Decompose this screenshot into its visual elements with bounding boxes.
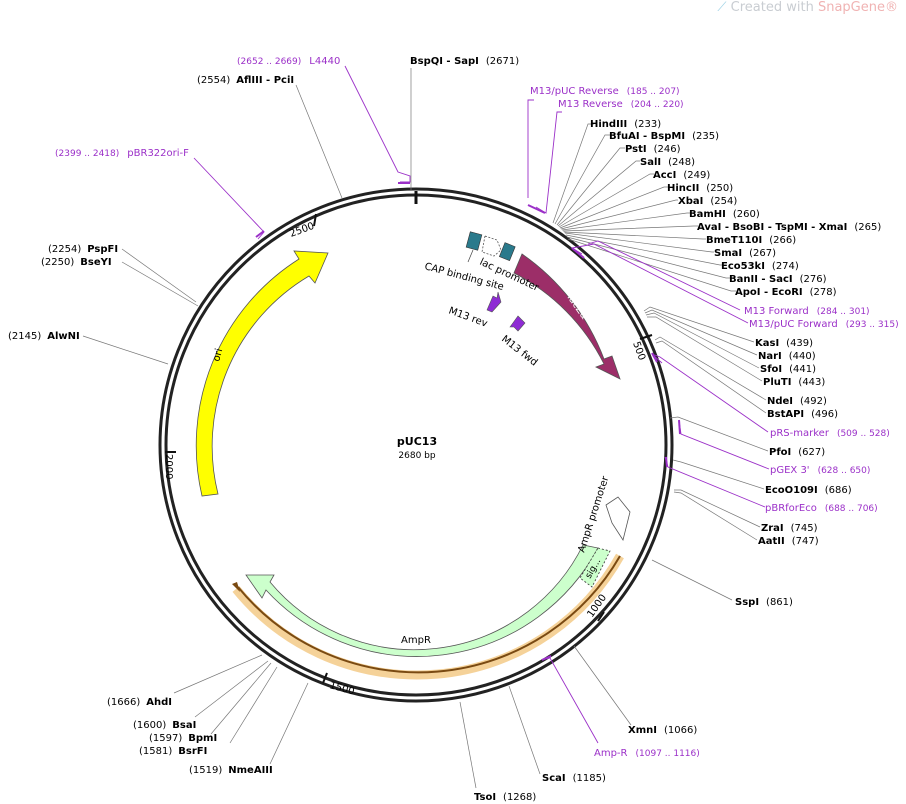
tick-label-2500: 2500	[288, 221, 316, 240]
primer-label[interactable]: (2399 .. 2418)pBR322ori-F	[55, 148, 189, 159]
site-label[interactable]: SalI(248)	[640, 157, 695, 168]
lac-promoter-arrow[interactable]	[481, 235, 502, 257]
site-label[interactable]: (1666)AhdI	[107, 697, 172, 708]
site-label[interactable]: PfoI(627)	[769, 447, 825, 458]
site-label[interactable]: EcoO109I(686)	[765, 485, 852, 496]
site-label[interactable]: Eco53kI(274)	[721, 261, 799, 272]
site-label[interactable]: BanII - SacI(276)	[729, 274, 827, 285]
watermark-mark: ®	[885, 0, 898, 15]
ampR-promoter-arrow[interactable]	[605, 496, 631, 541]
primer-marks	[255, 182, 681, 661]
site-label[interactable]: NdeI(492)	[767, 396, 827, 407]
primer-labels: (2652 .. 2669)L4440 (2399 .. 2418)pBR322…	[55, 56, 899, 759]
site-label[interactable]: (2554)AflIII - PciI	[197, 75, 294, 86]
enzyme-labels: BspQI - SapI(2671) (2554)AflIII - PciI (…	[8, 56, 881, 803]
ampR-promoter-label: AmpR promoter	[576, 474, 611, 554]
site-label[interactable]: ScaI(1185)	[542, 773, 606, 784]
primer-leaders	[193, 65, 770, 744]
backbone	[158, 187, 674, 703]
tick-mark	[313, 213, 317, 227]
site-label[interactable]: KasI(439)	[755, 338, 813, 349]
ori-label: ori	[211, 347, 225, 362]
site-label[interactable]: XbaI(254)	[678, 196, 737, 207]
m13-fwd-arrow[interactable]	[509, 315, 526, 332]
site-label[interactable]: TsoI(1268)	[474, 792, 536, 803]
lac-operator-box[interactable]	[498, 242, 516, 262]
site-label[interactable]: NarI(440)	[758, 351, 816, 362]
tick-mark	[597, 611, 605, 622]
tick-label-1500: 1500	[328, 680, 355, 697]
site-label[interactable]: (1519)NmeAIII	[189, 765, 273, 776]
plasmid-name: pUC13	[397, 435, 437, 448]
site-label[interactable]: (1600)BsaI	[133, 720, 196, 731]
m13-rev-label: M13 rev	[447, 305, 489, 329]
site-label[interactable]: PstI(246)	[625, 144, 681, 155]
site-label[interactable]: (2250)BseYI	[41, 257, 112, 268]
site-label[interactable]: ApoI - EcoRI(278)	[735, 287, 837, 298]
site-label[interactable]: AatII(747)	[758, 536, 819, 547]
m13-fwd-label: M13 fwd	[499, 334, 539, 369]
site-label[interactable]: AvaI - BsoBI - TspMI - XmaI(265)	[697, 222, 881, 233]
site-label[interactable]: XmnI(1066)	[628, 725, 697, 736]
lacZ-arrow[interactable]	[513, 253, 621, 380]
primer-label[interactable]: pGEX 3'(628 .. 650)	[770, 465, 870, 476]
site-label[interactable]: (1581)BsrFI	[139, 746, 207, 757]
ampR-orf-line	[237, 555, 621, 674]
watermark-brand: SnapGene	[817, 0, 885, 15]
tick-mark	[322, 672, 328, 684]
primer-label[interactable]: M13/pUC Forward(293 .. 315)	[749, 319, 899, 330]
primer-label[interactable]: (2652 .. 2669)L4440	[237, 56, 340, 67]
primer-label[interactable]: M13 Reverse(204 .. 220)	[558, 99, 684, 110]
site-label[interactable]: BspQI - SapI(2671)	[410, 56, 519, 67]
site-label[interactable]: SmaI(267)	[714, 248, 776, 259]
primer-label[interactable]: pRS-marker(509 .. 528)	[770, 428, 890, 439]
snapgene-logo-icon: ⟋	[717, 0, 727, 15]
primer-label[interactable]: pBRforEco(688 .. 706)	[765, 503, 878, 514]
site-label[interactable]: SspI(861)	[735, 597, 793, 608]
cap-binding-site-box[interactable]	[465, 231, 483, 251]
site-label[interactable]: SfoI(441)	[760, 364, 816, 375]
sig-segment[interactable]	[579, 547, 611, 588]
ori-arrow[interactable]	[195, 250, 329, 497]
primer-label[interactable]: M13/pUC Reverse(185 .. 207)	[530, 86, 680, 97]
site-label[interactable]: HincII(250)	[667, 183, 733, 194]
tick-label-2000: 2000	[163, 454, 174, 479]
features: ori lacZα AmpR sig... AmpR promoter CAP …	[195, 231, 631, 680]
site-label[interactable]: PluTI(443)	[763, 377, 825, 388]
cap-leader	[467, 249, 474, 263]
site-label[interactable]: ZraI(745)	[761, 523, 818, 534]
ampR-arrow[interactable]	[245, 544, 599, 657]
site-label[interactable]: (1597)BpmI	[149, 733, 217, 744]
watermark-prefix: Created with	[730, 0, 814, 15]
primer-label[interactable]: M13 Forward(284 .. 301)	[744, 306, 870, 317]
primer-label[interactable]: Amp-R(1097 .. 1116)	[594, 748, 700, 759]
site-label[interactable]: HindIII(233)	[590, 119, 661, 130]
m13-rev-arrow[interactable]	[486, 291, 502, 313]
site-label[interactable]: (2145)AlwNI	[8, 331, 80, 342]
ampR-label: AmpR	[401, 635, 431, 646]
tick-mark	[639, 334, 653, 340]
site-label[interactable]: BstAPI(496)	[767, 409, 838, 420]
site-label[interactable]: BfuAI - BspMI(235)	[609, 131, 719, 142]
plasmid-size: 2680 bp	[398, 451, 435, 461]
watermark: ⟋ Created with SnapGene®	[717, 0, 898, 15]
site-label[interactable]: AccI(249)	[653, 170, 710, 181]
ampR-orf-head	[232, 582, 240, 592]
site-label[interactable]: BamHI(260)	[689, 209, 760, 220]
site-label[interactable]: BmeT110I(266)	[706, 235, 796, 246]
site-label[interactable]: (2254)PspFI	[48, 244, 118, 255]
enzyme-leaders	[82, 68, 769, 789]
